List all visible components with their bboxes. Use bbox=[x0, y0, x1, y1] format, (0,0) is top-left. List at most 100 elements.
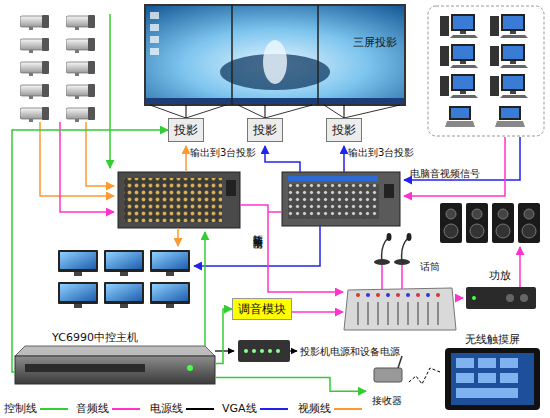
power-wire bbox=[290, 350, 297, 351]
receiver-device bbox=[374, 368, 402, 382]
projector-box: 投影 bbox=[326, 118, 362, 142]
connector bbox=[215, 378, 366, 392]
microphone-art bbox=[374, 233, 412, 265]
mixer-device bbox=[397, 302, 398, 325]
projector-box: 投影 bbox=[247, 118, 283, 142]
camera-group bbox=[20, 84, 49, 99]
legend-label: 控制线 bbox=[4, 401, 37, 416]
microphone-art bbox=[382, 238, 388, 262]
mixer-device bbox=[436, 293, 440, 297]
camera-group bbox=[20, 15, 49, 30]
touch-screen-device bbox=[451, 353, 534, 405]
node-label: 功放 bbox=[489, 268, 511, 283]
node-label: 接收器 bbox=[372, 394, 402, 408]
camera-group bbox=[20, 38, 49, 53]
control-wire bbox=[109, 14, 111, 168]
legend-label: VGA线 bbox=[222, 401, 257, 416]
projection-beam bbox=[150, 105, 400, 118]
microphone-art bbox=[407, 233, 412, 241]
connector bbox=[344, 105, 345, 118]
camera-group bbox=[20, 61, 49, 76]
speaker-group bbox=[440, 203, 462, 243]
computer-group bbox=[495, 106, 525, 127]
computer-group bbox=[428, 6, 544, 136]
vga-matrix bbox=[282, 172, 400, 226]
node-label: 投影 bbox=[174, 122, 198, 139]
video-matrix bbox=[226, 180, 236, 196]
controller-device bbox=[187, 365, 193, 371]
vga-wire bbox=[343, 146, 345, 172]
projection-beam bbox=[324, 105, 344, 118]
monitor-group bbox=[104, 250, 144, 276]
mixer-device bbox=[358, 302, 438, 325]
legend-line-sample bbox=[186, 408, 214, 410]
legend-line-sample bbox=[333, 404, 363, 414]
touch-screen-device bbox=[456, 373, 474, 383]
mixer-device bbox=[377, 302, 378, 325]
speaker-group bbox=[518, 203, 540, 243]
screen-artwork bbox=[146, 98, 404, 104]
connector bbox=[186, 105, 187, 118]
monitor-group bbox=[150, 250, 190, 276]
speaker-group bbox=[492, 203, 514, 243]
projection-screen: 三屏投影 bbox=[145, 5, 405, 105]
output-note: 输出到3台投影 bbox=[190, 146, 256, 160]
vga-matrix bbox=[288, 184, 379, 219]
microphone: 话筒 bbox=[366, 236, 440, 274]
screen-artwork bbox=[150, 48, 159, 55]
touch-screen-device bbox=[445, 348, 540, 410]
computer-group bbox=[440, 14, 478, 38]
node-label: 投影 bbox=[332, 122, 356, 139]
power-wire bbox=[215, 350, 234, 351]
power-controller bbox=[276, 349, 280, 353]
vga-matrix bbox=[384, 184, 394, 198]
legend-line-sample bbox=[111, 404, 141, 414]
controller-device bbox=[25, 364, 145, 372]
touch-screen-device bbox=[478, 373, 496, 383]
audio-wire bbox=[240, 205, 343, 292]
legend-line-sample bbox=[259, 404, 289, 414]
node-label: 话筒 bbox=[420, 260, 440, 274]
power-note: 投影机电源和设备电源 bbox=[300, 345, 400, 359]
microphone-art bbox=[387, 233, 392, 241]
controller-device bbox=[15, 346, 215, 356]
mixer-device bbox=[396, 293, 400, 297]
audio-output-note: 矩阵音频输出 bbox=[250, 226, 264, 232]
camera-group bbox=[66, 61, 95, 76]
projector-box: 投影 bbox=[168, 118, 204, 142]
legend-line-sample bbox=[40, 408, 68, 410]
screen-artwork bbox=[150, 24, 159, 31]
video-matrix bbox=[124, 178, 222, 222]
monitor-group bbox=[58, 250, 190, 308]
computer-group bbox=[490, 14, 528, 38]
monitor-group bbox=[58, 282, 98, 308]
legend-line-sample bbox=[334, 408, 362, 410]
mixer-device bbox=[406, 293, 410, 297]
mixer-device bbox=[366, 293, 370, 297]
mixer-device bbox=[417, 302, 418, 325]
amplifier: 功放 bbox=[462, 268, 538, 312]
projection-beam bbox=[265, 105, 312, 118]
monitor-group bbox=[150, 282, 190, 308]
legend-item: 音频线 bbox=[76, 401, 141, 416]
control-wire bbox=[110, 14, 205, 346]
control-wire bbox=[204, 232, 206, 346]
computer-group bbox=[440, 44, 478, 68]
node-label: 投影 bbox=[253, 122, 277, 139]
touch-screen-device bbox=[500, 358, 518, 368]
power-controller bbox=[268, 349, 272, 353]
camera-group bbox=[66, 84, 95, 99]
screen-artwork bbox=[263, 40, 287, 84]
computer-group bbox=[490, 44, 528, 68]
mixer-device bbox=[344, 288, 456, 330]
legend-line-sample bbox=[260, 408, 288, 410]
output-note: 输出到3台投影 bbox=[348, 146, 414, 160]
amplifier-device bbox=[472, 296, 476, 300]
touch-screen: 无线触摸屏 bbox=[440, 332, 544, 412]
power-controller bbox=[252, 349, 256, 353]
audio-wire bbox=[381, 265, 383, 290]
